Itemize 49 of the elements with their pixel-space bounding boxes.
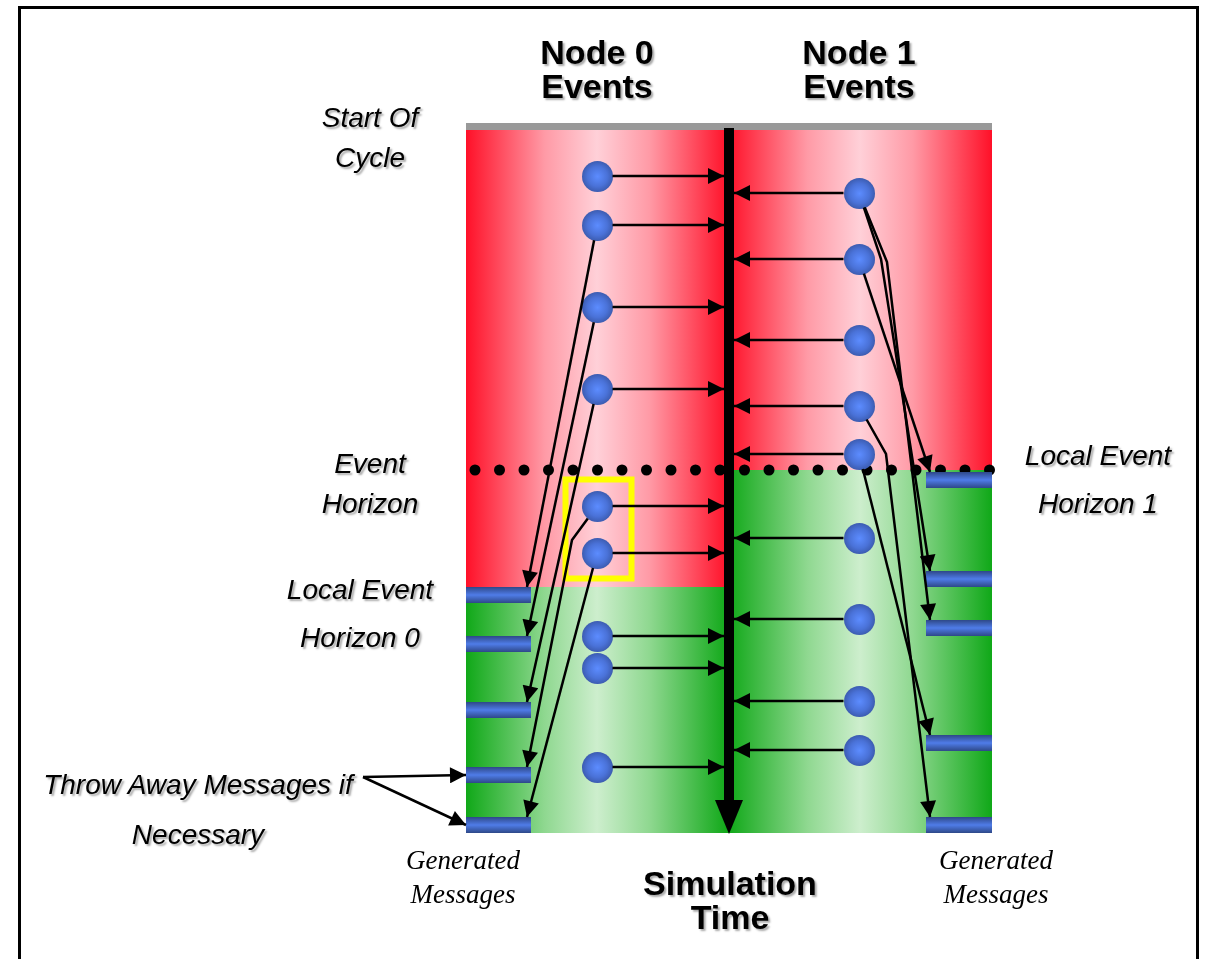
- message-bar: [926, 817, 992, 833]
- arrow: [734, 446, 844, 462]
- axis-title: Simulation Time: [642, 866, 818, 934]
- leader-line: [362, 775, 467, 827]
- timeline-arrow: [713, 128, 745, 834]
- message-bar: [466, 587, 531, 603]
- caption-text: Generated Messages: [938, 844, 1054, 911]
- arrow: [861, 468, 934, 736]
- arrow: [734, 530, 844, 546]
- leader-line: [362, 767, 467, 784]
- arrow: [522, 403, 595, 703]
- arrow: [612, 759, 724, 775]
- arrow: [612, 660, 724, 676]
- column-heading: Node 0 Events: [539, 35, 655, 103]
- arrow: [522, 517, 589, 768]
- arrow: [734, 693, 844, 709]
- message-bar: [926, 735, 992, 751]
- message-bar: [466, 702, 531, 718]
- arrow: [734, 742, 844, 758]
- arrow: [612, 217, 724, 233]
- arrow: [612, 168, 724, 184]
- message-bar: [466, 817, 531, 833]
- arrow: [523, 567, 595, 818]
- arrow: [734, 332, 844, 348]
- caption-text: Generated Messages: [405, 844, 521, 911]
- arrow: [612, 628, 724, 644]
- arrow: [612, 381, 724, 397]
- arrow: [734, 398, 844, 414]
- marker-label: Local Event Horizon 1: [1023, 439, 1173, 521]
- marker-label: Start Of Cycle: [320, 101, 422, 175]
- arrow: [734, 611, 844, 627]
- marker-label: Event Horizon: [320, 447, 420, 521]
- marker-label: Local Event Horizon 0: [285, 573, 435, 655]
- arrow: [734, 251, 844, 267]
- arrow: [522, 239, 596, 588]
- arrow: [865, 418, 936, 818]
- arrow: [862, 273, 933, 473]
- arrow: [612, 545, 724, 561]
- message-bar: [466, 636, 531, 652]
- arrow: [522, 321, 596, 637]
- message-bar: [926, 472, 992, 488]
- message-bar: [926, 620, 992, 636]
- message-bar: [926, 571, 992, 587]
- arrow: [612, 498, 724, 514]
- arrow: [612, 299, 724, 315]
- column-heading: Node 1 Events: [801, 35, 917, 103]
- message-bar: [466, 767, 531, 783]
- callout-text: Throw Away Messages if Necessary: [13, 760, 383, 860]
- arrow: [734, 185, 844, 201]
